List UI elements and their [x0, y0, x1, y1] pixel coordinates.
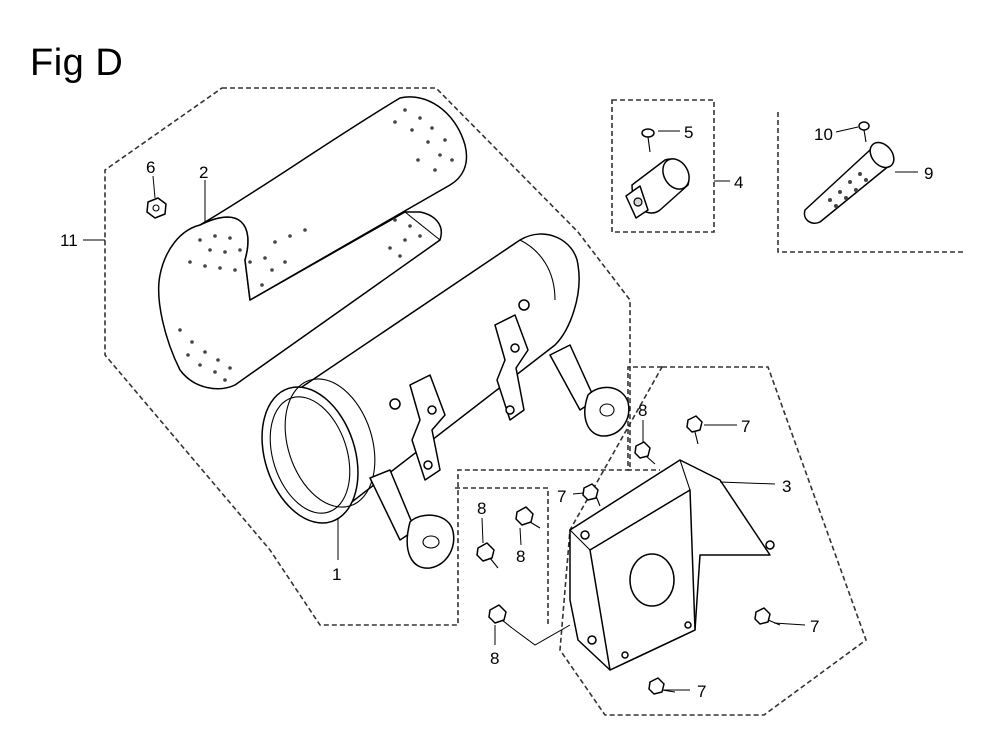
bolt-8-b [476, 542, 499, 569]
callout-2: 2 [199, 163, 208, 182]
callout-4: 4 [734, 173, 743, 192]
callout-7-a: 7 [741, 417, 750, 436]
figure-title: Fig D [30, 42, 124, 84]
callout-8-c: 8 [516, 547, 525, 566]
callout-5: 5 [684, 123, 693, 142]
screw-10 [858, 121, 870, 143]
bolt-7-b [582, 483, 601, 507]
callout-7-d: 7 [697, 682, 706, 701]
heat-shield [157, 96, 468, 390]
callout-7-c: 7 [810, 617, 819, 636]
screw-5 [641, 128, 655, 153]
part-9-group-box [777, 112, 965, 253]
callout-9: 9 [924, 164, 933, 183]
callout-7-b: 7 [557, 487, 566, 506]
muffler [261, 233, 630, 569]
callout-10: 10 [814, 125, 833, 144]
spark-arrester-cap [625, 158, 690, 219]
callout-8-a: 8 [638, 401, 647, 420]
nut-6 [146, 197, 167, 219]
assembly-11-boundary [104, 87, 631, 626]
bolt-7-a [686, 415, 703, 445]
bolts-8-group-box [455, 487, 549, 625]
callout-8-d: 8 [490, 649, 499, 668]
bolt-7-d [648, 677, 676, 695]
callout-1: 1 [332, 565, 341, 584]
part-4-group-box [611, 99, 715, 233]
callout-3: 3 [782, 477, 791, 496]
callout-11: 11 [60, 231, 78, 250]
callout-6: 6 [146, 158, 155, 177]
bolt-7-c [754, 607, 781, 626]
bracket-assembly-boundary [559, 366, 867, 716]
spark-arrester [803, 141, 895, 224]
bolt-8-d [488, 604, 571, 646]
bolt-8-a [634, 441, 656, 465]
bolt-8-group-box [627, 366, 662, 471]
bolt-8-c [515, 506, 541, 529]
muffler-bracket [569, 459, 775, 671]
callout-8-b: 8 [477, 499, 486, 518]
